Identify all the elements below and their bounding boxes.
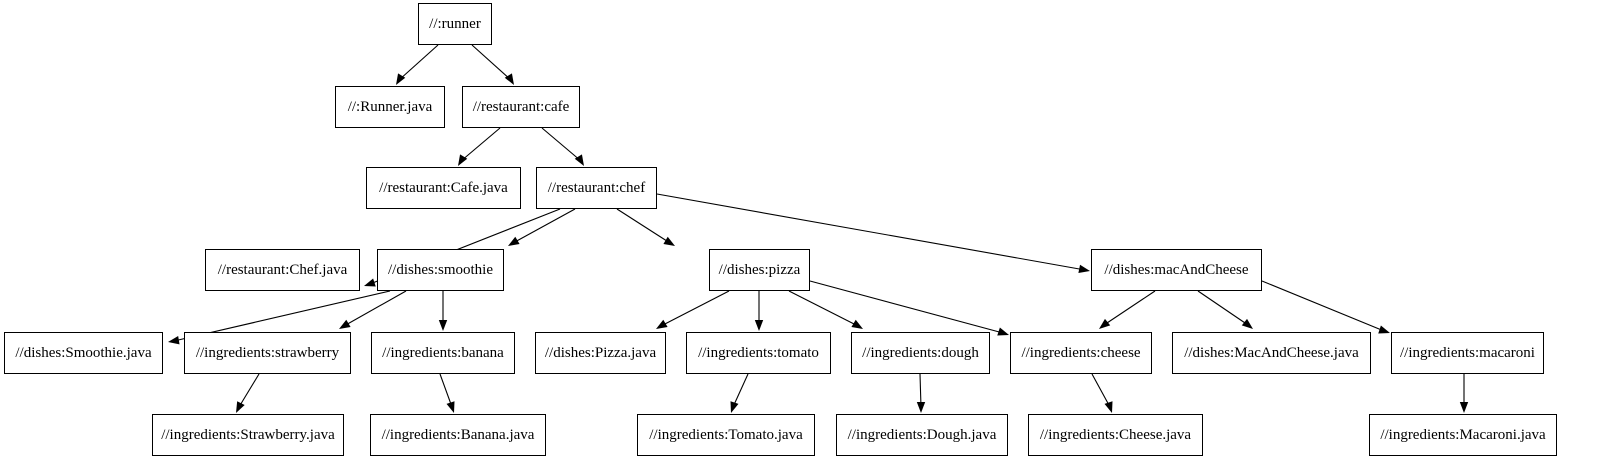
edge-chef-to-pizza bbox=[616, 208, 671, 244]
graph-node-label: //dishes:Smoothie.java bbox=[15, 344, 152, 361]
graph-node-cafe_java[interactable]: //restaurant:Cafe.java bbox=[366, 167, 521, 209]
edge-pizza-to-pizza_java bbox=[660, 290, 730, 327]
edge-dough-to-dough_java bbox=[919, 373, 922, 408]
graph-node-label: //dishes:pizza bbox=[718, 261, 801, 278]
graph-node-label: //dishes:smoothie bbox=[388, 261, 493, 278]
arrowhead-chef-to-macandcheese bbox=[1078, 264, 1090, 273]
edge-cafe-to-chef bbox=[541, 127, 582, 162]
graph-node-runner_java[interactable]: //:Runner.java bbox=[335, 86, 445, 128]
graph-node-label: //ingredients:Strawberry.java bbox=[161, 426, 335, 443]
arrowhead-macaroni-to-macaroni_java bbox=[1459, 402, 1469, 413]
arrowhead-cheese-to-cheese_java bbox=[1104, 401, 1113, 413]
arrowhead-macandcheese-to-macandcheese_java bbox=[1241, 318, 1253, 329]
graph-node-label: //ingredients:Cheese.java bbox=[1039, 426, 1192, 443]
arrowhead-pizza-to-pizza_java bbox=[656, 319, 668, 329]
graph-node-macaroni[interactable]: //ingredients:macaroni bbox=[1391, 332, 1544, 374]
arrowhead-strawberry-to-strawberry_java bbox=[236, 401, 245, 413]
arrowhead-runner-to-cafe bbox=[504, 73, 514, 85]
graph-node-label: //restaurant:Cafe.java bbox=[379, 179, 508, 196]
edge-pizza-to-dough bbox=[788, 290, 859, 327]
arrowhead-dough-to-dough_java bbox=[916, 402, 926, 413]
arrowhead-tomato-to-tomato_java bbox=[730, 401, 739, 413]
graph-node-label: //ingredients:Dough.java bbox=[847, 426, 997, 443]
graph-node-tomato[interactable]: //ingredients:tomato bbox=[686, 332, 831, 374]
graph-node-label: //ingredients:cheese bbox=[1021, 344, 1141, 361]
graph-node-label: //ingredients:banana bbox=[382, 344, 504, 361]
arrowhead-pizza-to-tomato bbox=[754, 320, 764, 331]
edge-tomato-to-tomato_java bbox=[732, 373, 749, 408]
arrowhead-chef-to-pizza bbox=[663, 236, 675, 246]
graph-node-label: //restaurant:chef bbox=[547, 179, 646, 196]
graph-node-banana[interactable]: //ingredients:banana bbox=[371, 332, 515, 374]
arrowhead-chef-to-smoothie bbox=[508, 236, 520, 246]
graph-node-pizza[interactable]: //dishes:pizza bbox=[709, 249, 810, 291]
graph-node-label: //:Runner.java bbox=[347, 98, 433, 115]
graph-node-dough[interactable]: //ingredients:dough bbox=[851, 332, 990, 374]
graph-node-cheese_java[interactable]: //ingredients:Cheese.java bbox=[1028, 414, 1203, 456]
graph-node-banana_java[interactable]: //ingredients:Banana.java bbox=[370, 414, 546, 456]
graph-node-chef_java[interactable]: //restaurant:Chef.java bbox=[205, 249, 360, 291]
graph-node-label: //ingredients:macaroni bbox=[1400, 344, 1535, 361]
arrowhead-chef-to-chef_java bbox=[364, 278, 376, 287]
graph-node-label: //ingredients:tomato bbox=[698, 344, 819, 361]
graph-node-label: //ingredients:Tomato.java bbox=[649, 426, 803, 443]
arrowhead-runner-to-runner_java bbox=[396, 73, 406, 85]
edge-banana-to-banana_java bbox=[439, 373, 453, 408]
arrowhead-smoothie-to-strawberry bbox=[339, 319, 351, 329]
graph-node-smoothie[interactable]: //dishes:smoothie bbox=[377, 249, 504, 291]
graph-node-pizza_java[interactable]: //dishes:Pizza.java bbox=[535, 332, 666, 374]
graph-node-strawberry[interactable]: //ingredients:strawberry bbox=[184, 332, 351, 374]
graph-node-tomato_java[interactable]: //ingredients:Tomato.java bbox=[637, 414, 815, 456]
arrowhead-smoothie-to-banana bbox=[438, 320, 448, 331]
graph-node-macandcheese_java[interactable]: //dishes:MacAndCheese.java bbox=[1172, 332, 1371, 374]
edge-smoothie-to-strawberry bbox=[343, 290, 407, 327]
graph-node-label: //ingredients:strawberry bbox=[195, 344, 340, 361]
arrowhead-macandcheese-to-macaroni bbox=[1378, 325, 1390, 334]
edge-runner-to-runner_java bbox=[398, 44, 439, 81]
arrowhead-pizza-to-cheese bbox=[997, 327, 1009, 336]
graph-node-label: //ingredients:Banana.java bbox=[381, 426, 535, 443]
edge-strawberry-to-strawberry_java bbox=[238, 373, 260, 408]
graph-node-smoothie_java[interactable]: //dishes:Smoothie.java bbox=[4, 332, 163, 374]
graph-node-cafe[interactable]: //restaurant:cafe bbox=[462, 86, 580, 128]
arrowhead-macandcheese-to-cheese bbox=[1099, 318, 1111, 329]
edge-cheese-to-cheese_java bbox=[1091, 373, 1111, 408]
graph-node-strawberry_java[interactable]: //ingredients:Strawberry.java bbox=[152, 414, 344, 456]
edge-macandcheese-to-cheese bbox=[1103, 290, 1156, 326]
edge-pizza-to-cheese bbox=[809, 280, 1004, 334]
graph-node-runner[interactable]: //:runner bbox=[418, 3, 492, 45]
edge-macandcheese-to-macaroni bbox=[1261, 280, 1385, 332]
graph-node-chef[interactable]: //restaurant:chef bbox=[536, 167, 657, 209]
graph-node-macandcheese[interactable]: //dishes:macAndCheese bbox=[1091, 249, 1262, 291]
arrowhead-smoothie-to-smoothie_java bbox=[168, 336, 180, 345]
edge-runner-to-cafe bbox=[471, 44, 512, 81]
graph-node-label: //dishes:MacAndCheese.java bbox=[1184, 344, 1359, 361]
edge-macandcheese-to-macandcheese_java bbox=[1197, 290, 1249, 326]
arrowhead-cafe-to-chef bbox=[574, 154, 584, 166]
graph-node-cheese[interactable]: //ingredients:cheese bbox=[1010, 332, 1152, 374]
graph-node-label: //restaurant:cafe bbox=[472, 98, 570, 115]
graph-node-macaroni_java[interactable]: //ingredients:Macaroni.java bbox=[1369, 414, 1557, 456]
graph-node-label: //dishes:Pizza.java bbox=[544, 344, 657, 361]
graph-node-dough_java[interactable]: //ingredients:Dough.java bbox=[836, 414, 1008, 456]
graph-node-label: //ingredients:Macaroni.java bbox=[1380, 426, 1546, 443]
edge-chef-to-smoothie bbox=[512, 208, 576, 244]
graph-node-label: //restaurant:Chef.java bbox=[217, 261, 348, 278]
arrowhead-pizza-to-dough bbox=[851, 319, 863, 329]
arrowhead-cafe-to-cafe_java bbox=[458, 154, 468, 166]
graph-node-label: //ingredients:dough bbox=[862, 344, 979, 361]
arrowhead-banana-to-banana_java bbox=[446, 401, 455, 413]
graph-node-label: //dishes:macAndCheese bbox=[1104, 261, 1249, 278]
edge-cafe-to-cafe_java bbox=[460, 127, 501, 162]
graph-node-label: //:runner bbox=[429, 15, 481, 32]
